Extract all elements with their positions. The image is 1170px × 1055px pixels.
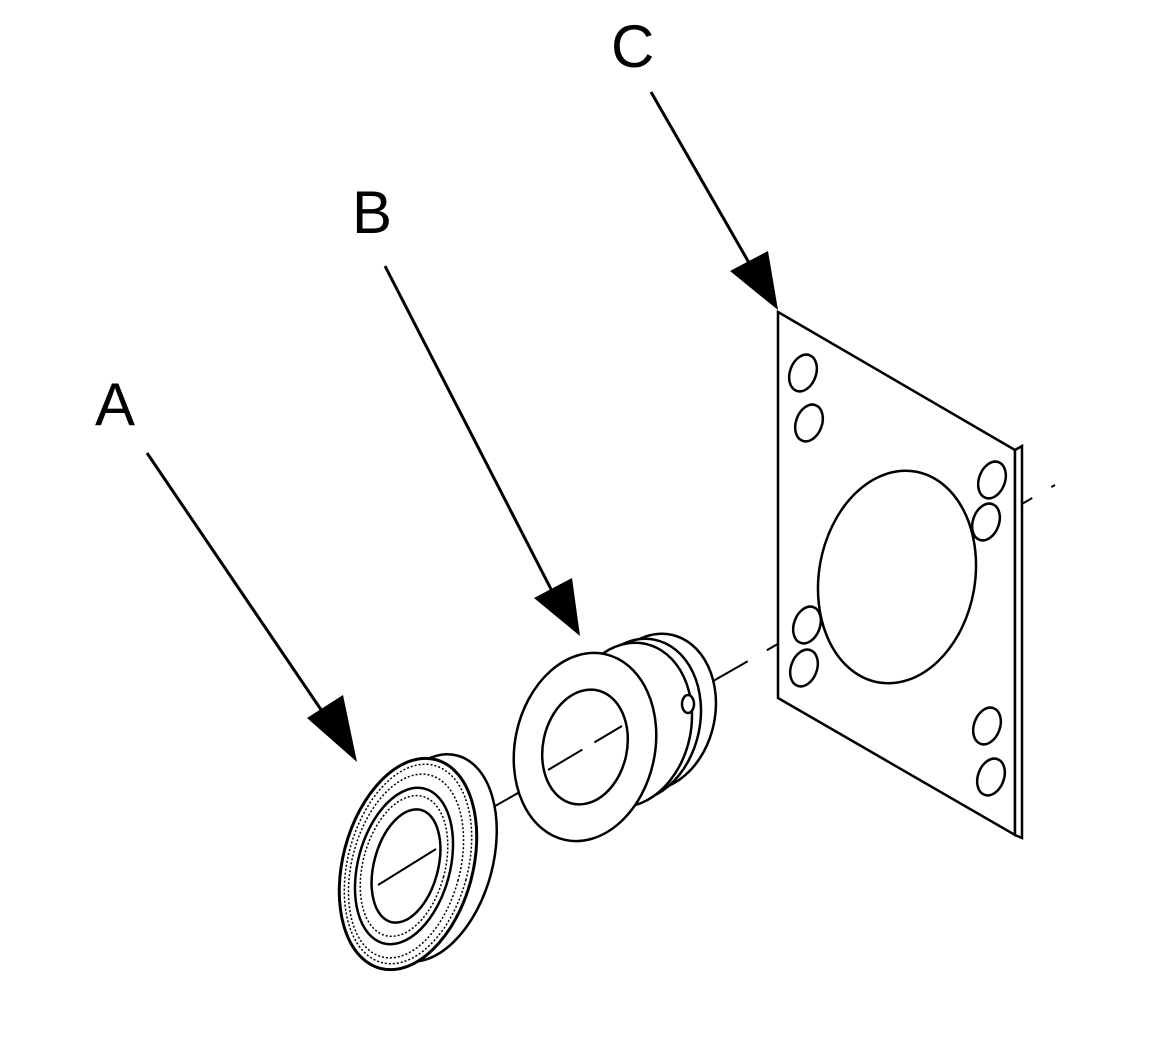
plate-edge — [1013, 443, 1024, 840]
plate-mounting-holes — [787, 353, 1008, 797]
bushing-radial-hole — [680, 693, 696, 715]
callout-label-c: C — [611, 13, 655, 80]
plate-face — [776, 309, 1017, 838]
leader-arrow-c — [649, 91, 778, 310]
part-c-mounting-plate — [776, 309, 1024, 840]
leader-arrow-a — [145, 452, 357, 762]
part-a-seal — [337, 753, 499, 972]
callout-label-b: B — [352, 179, 393, 246]
callout-label-a: A — [95, 371, 136, 438]
leader-arrow-b — [383, 265, 580, 636]
bushing-bore — [540, 688, 630, 806]
plate-center-opening — [816, 469, 978, 685]
part-b-grooved-bushing — [512, 632, 718, 843]
